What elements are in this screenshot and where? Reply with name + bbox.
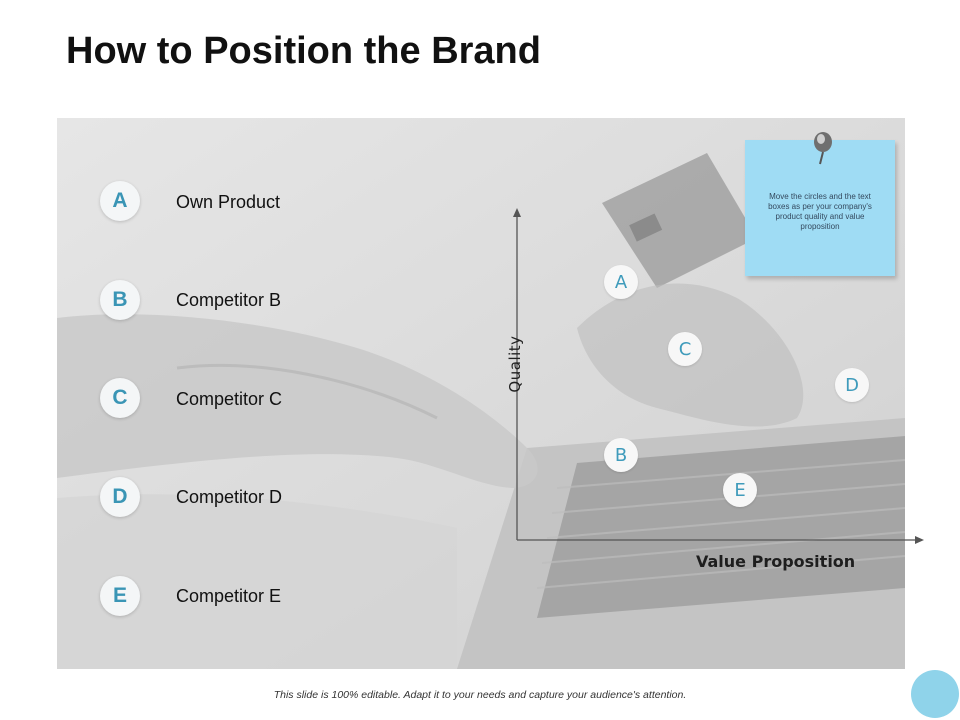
sticky-note-text: Move the circles and the text boxes as p… <box>768 192 872 231</box>
plot-point-c[interactable]: C <box>668 332 702 366</box>
pushpin-icon <box>814 132 832 165</box>
plot-point-e[interactable]: E <box>723 473 757 507</box>
legend-circle-e[interactable]: E <box>100 576 140 616</box>
legend-circle-b[interactable]: B <box>100 280 140 320</box>
legend-label-competitor-e[interactable]: Competitor E <box>176 586 282 606</box>
x-axis-arrow <box>915 536 924 544</box>
legend-circle-c[interactable]: C <box>100 378 140 418</box>
plot-point-d[interactable]: D <box>835 368 869 402</box>
legend-label-own-product[interactable]: Own Product <box>176 192 281 212</box>
plot-point-a[interactable]: A <box>604 265 638 299</box>
y-axis-arrow <box>513 208 521 217</box>
legend-label-competitor-d[interactable]: Competitor D <box>176 487 283 507</box>
x-axis-label: Value Proposition <box>696 552 856 571</box>
slide-title: How to Position the Brand <box>66 30 541 72</box>
y-axis-label: Quality <box>506 335 524 393</box>
background-photo <box>57 118 905 669</box>
legend-label-competitor-c[interactable]: Competitor C <box>176 389 283 409</box>
footer-note: This slide is 100% editable. Adapt it to… <box>273 689 687 701</box>
legend-circle-d[interactable]: D <box>100 477 140 517</box>
legend-label-competitor-b[interactable]: Competitor B <box>176 290 282 310</box>
decorative-circle <box>911 670 959 718</box>
legend-circle-a[interactable]: A <box>100 181 140 221</box>
plot-point-b[interactable]: B <box>604 438 638 472</box>
